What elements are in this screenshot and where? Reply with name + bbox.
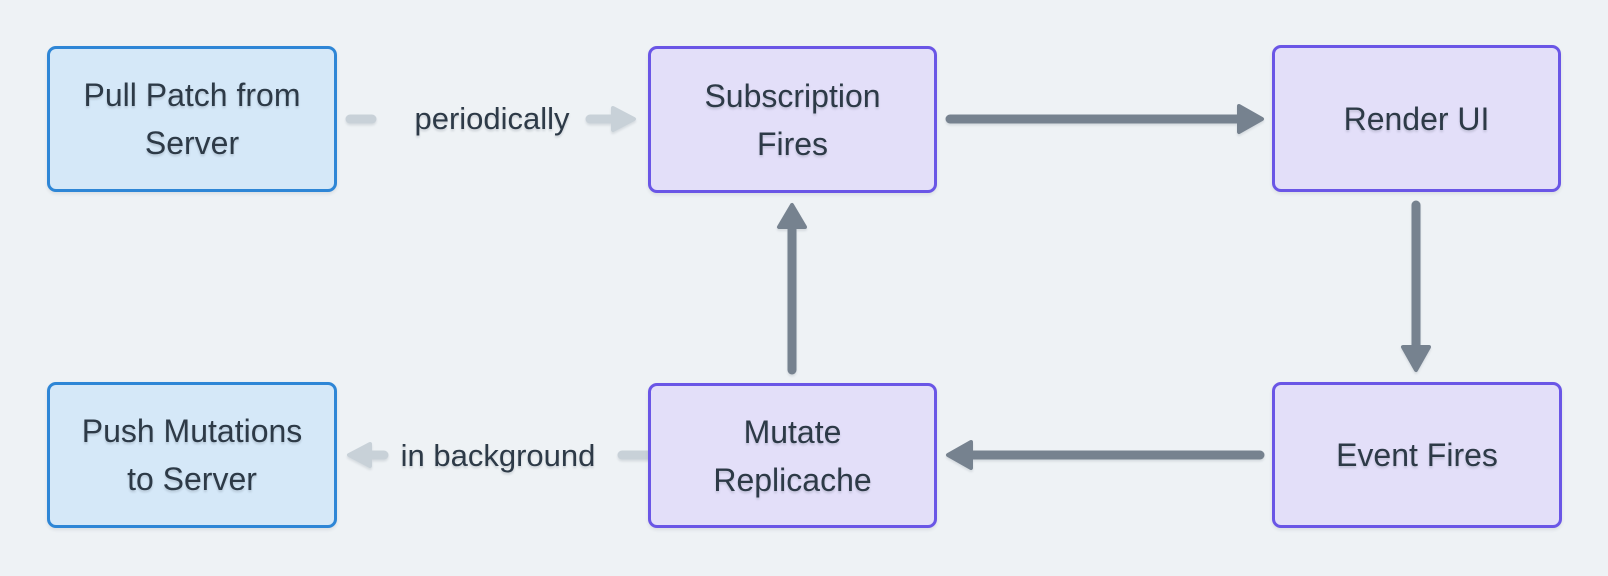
arrow-render-to-event — [1401, 200, 1431, 372]
node-label: Push Mutations to Server — [81, 413, 303, 497]
node-mutate-replicache: Mutate Replicache — [648, 383, 937, 528]
node-subscription-fires: Subscription Fires — [648, 46, 937, 193]
node-event-fires: Event Fires — [1272, 382, 1562, 528]
node-push-mutations-to-server: Push Mutations to Server — [47, 382, 337, 528]
edge-label-in-background: in background — [400, 438, 596, 473]
arrow-pull-to-subscription — [345, 106, 636, 132]
arrow-mutate-to-push — [347, 442, 653, 468]
edge-label-periodically: periodically — [414, 101, 570, 136]
arrow-event-to-mutate — [946, 440, 1265, 470]
node-label: Render UI — [1343, 100, 1490, 137]
node-pull-patch-from-server: Pull Patch from Server — [47, 46, 337, 192]
node-label: Subscription Fires — [704, 77, 881, 162]
node-label: Event Fires — [1336, 437, 1498, 473]
node-label: Pull Patch from Server — [83, 77, 301, 161]
arrow-mutate-to-subscription — [777, 203, 807, 375]
arrow-subscription-to-render — [945, 104, 1264, 134]
node-label: Mutate Replicache — [713, 413, 872, 498]
node-render-ui: Render UI — [1272, 45, 1561, 192]
